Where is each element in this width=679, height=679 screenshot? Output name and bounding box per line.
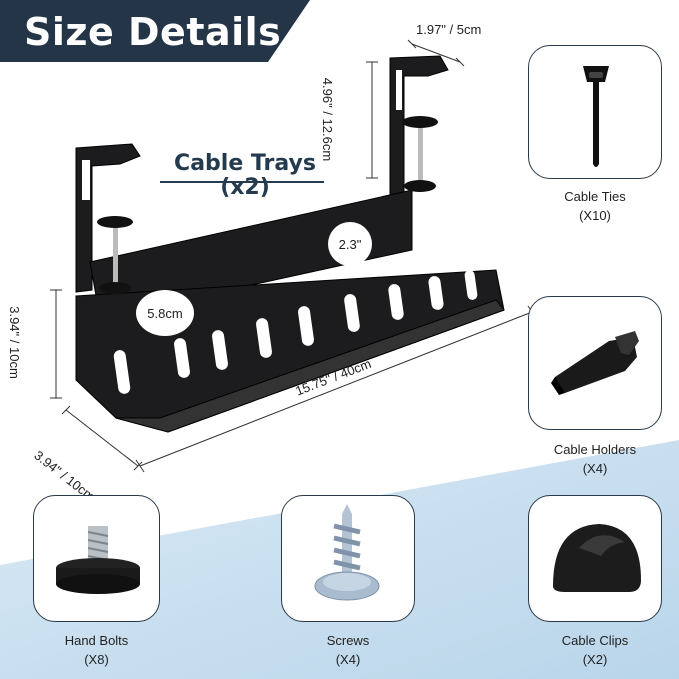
cable-ties-qty: (X10) bbox=[579, 207, 611, 223]
screw-icon bbox=[314, 504, 380, 601]
bracket-height-label: 4.96" / 12.6cm bbox=[320, 77, 336, 162]
cable-ties-name: Cable Ties bbox=[564, 189, 626, 204]
hand-bolts-label: Hand Bolts (X8) bbox=[33, 632, 160, 670]
page-title: Size Details bbox=[24, 10, 282, 54]
cable-ties-label: Cable Ties (X10) bbox=[528, 188, 662, 226]
cable-tie-icon bbox=[583, 66, 609, 167]
screws-label: Screws (X4) bbox=[281, 632, 415, 670]
cable-clip-icon bbox=[553, 524, 641, 592]
hand-bolts-name: Hand Bolts bbox=[64, 633, 129, 648]
product-title-qty: (x2) bbox=[220, 175, 270, 201]
cable-holders-card bbox=[528, 296, 662, 430]
cable-clips-qty: (X2) bbox=[582, 651, 608, 667]
cable-clips-label: Cable Clips (X2) bbox=[528, 632, 662, 670]
cable-holders-label: Cable Holders (X4) bbox=[528, 441, 662, 479]
cable-holders-qty: (X4) bbox=[582, 460, 608, 476]
bracket-width-label: 1.97" / 5cm bbox=[416, 22, 482, 37]
small-hole-label: 2.3" bbox=[328, 222, 372, 266]
hand-bolts-qty: (X8) bbox=[84, 651, 109, 667]
product-title-underline bbox=[160, 181, 324, 183]
screws-card bbox=[281, 495, 415, 622]
cable-holders-name: Cable Holders bbox=[553, 442, 637, 457]
tray-height-label: 3.94" / 10cm bbox=[6, 306, 22, 379]
large-hole-label: 5.8cm bbox=[136, 290, 194, 336]
screws-qty: (X4) bbox=[335, 651, 361, 667]
cable-clips-card bbox=[528, 495, 662, 622]
screws-name: Screws bbox=[326, 633, 370, 648]
hand-bolt-icon bbox=[56, 526, 140, 594]
product-title-main: Cable Trays bbox=[174, 151, 316, 176]
cable-holder-icon bbox=[551, 331, 639, 395]
product-title: Cable Trays (x2) bbox=[150, 151, 340, 201]
cable-ties-card bbox=[528, 45, 662, 179]
cable-clips-name: Cable Clips bbox=[561, 633, 629, 648]
hand-bolts-card bbox=[33, 495, 160, 622]
